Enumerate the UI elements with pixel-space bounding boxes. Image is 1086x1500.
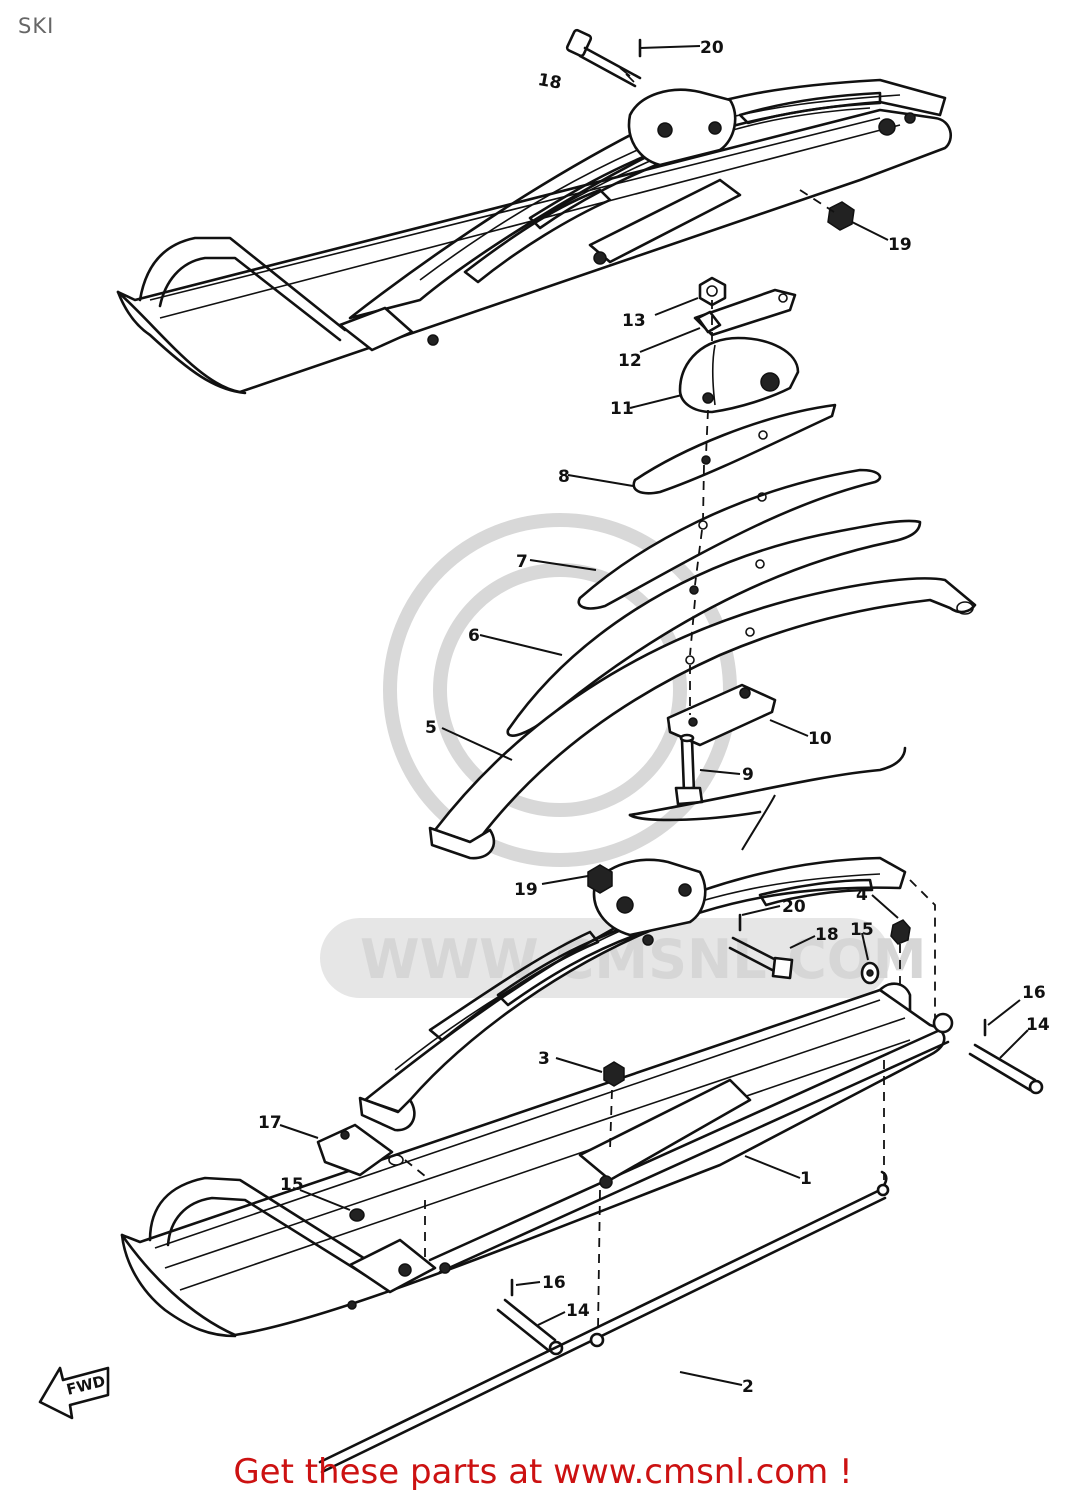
callout-7: 7 <box>516 552 528 572</box>
footer-link[interactable]: Get these parts at www.cmsnl.com ! <box>233 1452 853 1492</box>
callout-5: 5 <box>425 718 437 738</box>
callout-16-rear: 16 <box>1022 983 1046 1003</box>
callout-17: 17 <box>258 1113 282 1133</box>
pin-14-rear <box>968 1043 1044 1095</box>
callout-2: 2 <box>742 1377 754 1397</box>
pin-14-front <box>496 1298 564 1356</box>
page-title: SKI <box>18 14 55 38</box>
upper-front-mount <box>338 306 414 352</box>
plate-12 <box>693 288 797 337</box>
upper-leaf-spring <box>348 78 947 320</box>
nut-13 <box>698 276 727 307</box>
callout-13: 13 <box>622 311 646 331</box>
callout-labels: 20 18 19 13 12 11 8 7 6 5 10 9 19 20 18 … <box>258 38 1050 1397</box>
bolt-18-lower <box>728 913 794 980</box>
callout-3: 3 <box>538 1049 550 1069</box>
callout-1: 1 <box>800 1169 812 1189</box>
plate-10 <box>666 683 777 747</box>
nut-3 <box>603 1061 625 1087</box>
lower-ski-body <box>120 988 954 1338</box>
callout-20-lower: 20 <box>782 897 806 917</box>
callout-15-rear: 15 <box>850 920 874 940</box>
callout-8: 8 <box>558 467 570 487</box>
leaf-7 <box>577 468 882 610</box>
saddle-11 <box>678 336 800 414</box>
leaf-8 <box>632 403 837 495</box>
callout-14-rear: 14 <box>1026 1015 1050 1035</box>
upper-ski-body <box>116 108 953 394</box>
washer-15-rear <box>860 961 880 985</box>
fwd-arrow-icon: FWD <box>38 1366 110 1420</box>
callout-18: 18 <box>536 70 563 94</box>
callout-6: 6 <box>468 626 480 646</box>
callout-10: 10 <box>808 729 832 749</box>
upper-bolt-18 <box>565 28 642 88</box>
callout-18-lower: 18 <box>815 925 839 945</box>
upper-saddle <box>627 88 737 167</box>
callout-19: 19 <box>888 235 912 255</box>
upper-nut-19 <box>827 201 855 231</box>
plate-17 <box>316 1123 404 1177</box>
callout-9: 9 <box>742 765 754 785</box>
leaf-5 <box>428 577 977 860</box>
callout-19-lower: 19 <box>514 880 538 900</box>
nut-19-lower <box>587 864 613 894</box>
callout-12: 12 <box>618 351 642 371</box>
upper-ski-handle <box>138 236 347 332</box>
callout-20: 20 <box>700 38 724 58</box>
lower-saddle <box>592 858 707 937</box>
lower-spring-assembly <box>358 856 907 1132</box>
callout-4: 4 <box>856 885 868 905</box>
callout-14-front: 14 <box>566 1301 590 1321</box>
callout-15-front: 15 <box>280 1175 304 1195</box>
upper-ski-assembly <box>116 78 953 395</box>
washer-15-front <box>349 1208 365 1222</box>
callout-11: 11 <box>610 399 634 419</box>
callout-16-front: 16 <box>542 1273 566 1293</box>
